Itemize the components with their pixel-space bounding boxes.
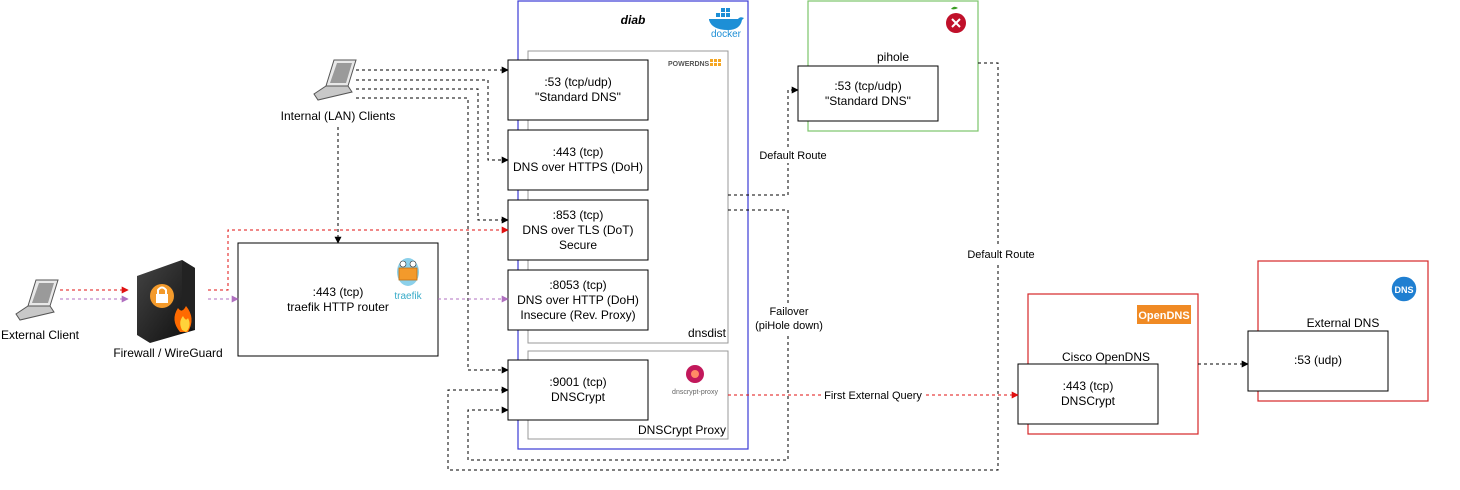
- dnscrypt-proxy-label: DNSCrypt Proxy: [638, 423, 726, 437]
- service-dnscrypt: :9001 (tcp) DNSCrypt: [507, 359, 649, 421]
- svg-text::8053 (tcp): :8053 (tcp): [549, 278, 606, 292]
- svg-text:Default Route: Default Route: [967, 249, 1034, 261]
- service-dot: :853 (tcp) DNS over TLS (DoT) Secure: [507, 199, 649, 261]
- svg-text::53 (tcp/udp): :53 (tcp/udp): [834, 79, 901, 93]
- dns-globe-icon: DNS: [1390, 275, 1418, 303]
- edge-label-default-route-2: Default Route: [966, 246, 1036, 262]
- pihole-icon: [946, 6, 966, 33]
- svg-text:DNS: DNS: [1394, 285, 1413, 295]
- dnscrypt-logo: dnscrypt-proxy: [672, 365, 718, 396]
- svg-text:DNS over TLS (DoT): DNS over TLS (DoT): [522, 223, 633, 237]
- svg-text:DNSCrypt: DNSCrypt: [551, 390, 606, 404]
- svg-text::853 (tcp): :853 (tcp): [553, 208, 604, 222]
- diab-title: diab: [621, 13, 646, 27]
- external-dns-service-box: :53 (udp): [1247, 330, 1389, 392]
- svg-text:Secure: Secure: [559, 238, 597, 252]
- svg-text::53 (tcp/udp): :53 (tcp/udp): [544, 75, 611, 89]
- edge-label-first-external-query: First External Query: [823, 388, 923, 403]
- service-doh: :443 (tcp) DNS over HTTPS (DoH): [507, 129, 649, 191]
- traefik-logo-icon: traefik: [394, 258, 423, 302]
- opendns-title: Cisco OpenDNS: [1062, 350, 1150, 364]
- svg-text:Failover: Failover: [769, 306, 808, 318]
- svg-text:"Standard DNS": "Standard DNS": [825, 94, 911, 108]
- connectors: [334, 62, 1249, 471]
- svg-text:dnscrypt-proxy: dnscrypt-proxy: [672, 389, 718, 396]
- svg-text::443 (tcp): :443 (tcp): [1063, 379, 1114, 393]
- svg-text::443 (tcp): :443 (tcp): [313, 285, 364, 299]
- svg-text:First External Query: First External Query: [824, 390, 922, 402]
- svg-text:Insecure (Rev. Proxy): Insecure (Rev. Proxy): [520, 308, 635, 322]
- laptop-icon: [15, 279, 59, 321]
- powerdns-logo: POWERDNS: [668, 59, 721, 68]
- svg-text:traefik: traefik: [394, 291, 422, 302]
- svg-text::443 (tcp): :443 (tcp): [553, 145, 604, 159]
- svg-text:POWERDNS: POWERDNS: [668, 61, 710, 68]
- opendns-service-box: :443 (tcp) DNSCrypt: [1017, 363, 1159, 425]
- svg-text:DNSCrypt: DNSCrypt: [1061, 394, 1116, 408]
- external-client-label: External Client: [1, 328, 80, 342]
- svg-text:traefik HTTP router: traefik HTTP router: [287, 300, 389, 314]
- svg-text:DNS over HTTPS (DoH): DNS over HTTPS (DoH): [513, 160, 643, 174]
- firewall-label: Firewall / WireGuard: [113, 346, 222, 360]
- svg-text::53 (udp): :53 (udp): [1294, 353, 1342, 367]
- edge-label-default-route-1: Default Route: [758, 147, 828, 163]
- svg-text:docker: docker: [711, 29, 742, 40]
- service-standard-dns: :53 (tcp/udp) "Standard DNS": [507, 59, 649, 121]
- external-dns-title: External DNS: [1307, 316, 1380, 330]
- pihole-title: pihole: [877, 50, 909, 64]
- svg-text:DNS over HTTP (DoH): DNS over HTTP (DoH): [517, 293, 639, 307]
- opendns-badge: OpenDNS: [1137, 305, 1191, 324]
- service-doh-insecure: :8053 (tcp) DNS over HTTP (DoH) Insecure…: [507, 269, 649, 331]
- laptop-icon: [313, 59, 357, 101]
- dnsdist-label: dnsdist: [688, 326, 727, 340]
- edge-label-failover: Failover (piHole down): [754, 303, 824, 333]
- svg-text:"Standard DNS": "Standard DNS": [535, 90, 621, 104]
- docker-icon: docker: [709, 8, 744, 40]
- pihole-service-box: :53 (tcp/udp) "Standard DNS": [797, 65, 939, 122]
- svg-text:Default Route: Default Route: [759, 150, 826, 162]
- svg-text:OpenDNS: OpenDNS: [1138, 310, 1189, 322]
- svg-text:(piHole down): (piHole down): [755, 320, 823, 332]
- firewall-icon: [137, 260, 195, 343]
- internal-clients-label: Internal (LAN) Clients: [281, 109, 396, 123]
- svg-text::9001 (tcp): :9001 (tcp): [549, 375, 606, 389]
